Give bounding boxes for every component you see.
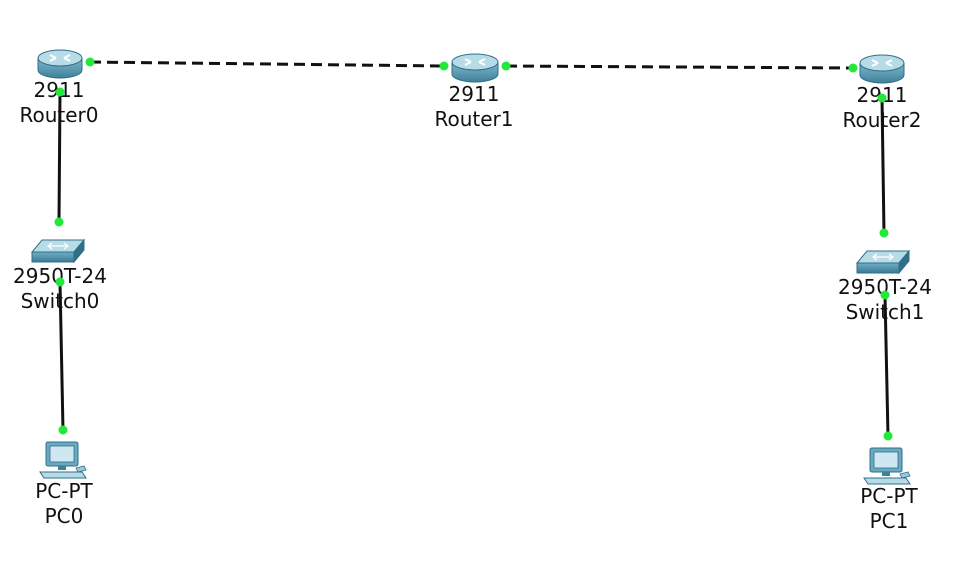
link-router0-router1[interactable]	[89, 60, 445, 68]
router0-device[interactable]: 2911 Router0	[19, 49, 99, 127]
pc1-device[interactable]: PC-PT PC1	[860, 447, 919, 533]
switch1-name-label: Switch1	[846, 300, 925, 324]
router0-name-label: Router0	[19, 103, 98, 127]
link-light-switch0-uplink	[54, 217, 64, 227]
router-icon	[859, 54, 905, 84]
pc0-model-label: PC-PT	[35, 479, 93, 503]
pc1-model-label: PC-PT	[860, 484, 918, 508]
link-light-router2-serial	[848, 63, 858, 73]
router2-name-label: Router2	[842, 108, 921, 132]
router2-device[interactable]: 2911 Router2	[842, 54, 922, 132]
link-router2-switch1[interactable]	[880, 97, 886, 234]
link-light-switch1-pc	[880, 290, 890, 300]
pc0-device[interactable]: PC-PT PC0	[35, 441, 94, 528]
router-icon	[451, 53, 499, 83]
link-status-indicators	[54, 57, 893, 441]
link-switch0-pc0[interactable]	[58, 281, 65, 431]
link-light-router2-lan	[877, 93, 887, 103]
router1-device[interactable]: 2911 Router1	[434, 53, 514, 131]
link-light-router1-serial-b	[501, 61, 511, 71]
link-light-router0-serial	[85, 57, 95, 67]
pc1-name-label: PC1	[870, 509, 909, 533]
pc0-name-label: PC0	[45, 504, 84, 528]
link-light-pc0	[58, 425, 68, 435]
link-light-pc1	[883, 431, 893, 441]
switch0-device[interactable]: 2950T-24 Switch0	[13, 238, 107, 313]
switch1-device[interactable]: 2950T-24 Switch1	[838, 249, 932, 324]
link-light-switch0-pc	[55, 277, 65, 287]
pc-icon	[863, 447, 911, 485]
link-light-router0-lan	[55, 87, 65, 97]
cables	[57, 60, 890, 437]
link-light-router1-serial-a	[439, 61, 449, 71]
link-router1-router2[interactable]	[505, 64, 854, 70]
switch-icon	[855, 249, 911, 275]
link-switch1-pc1[interactable]	[883, 294, 890, 437]
switch0-name-label: Switch0	[21, 289, 100, 313]
pc-icon	[39, 441, 87, 479]
router1-model-label: 2911	[449, 82, 500, 106]
link-router0-switch0[interactable]	[57, 91, 62, 223]
switch-icon	[30, 238, 86, 264]
link-light-switch1-uplink	[879, 228, 889, 238]
router-icon	[37, 49, 83, 79]
router1-name-label: Router1	[434, 107, 513, 131]
